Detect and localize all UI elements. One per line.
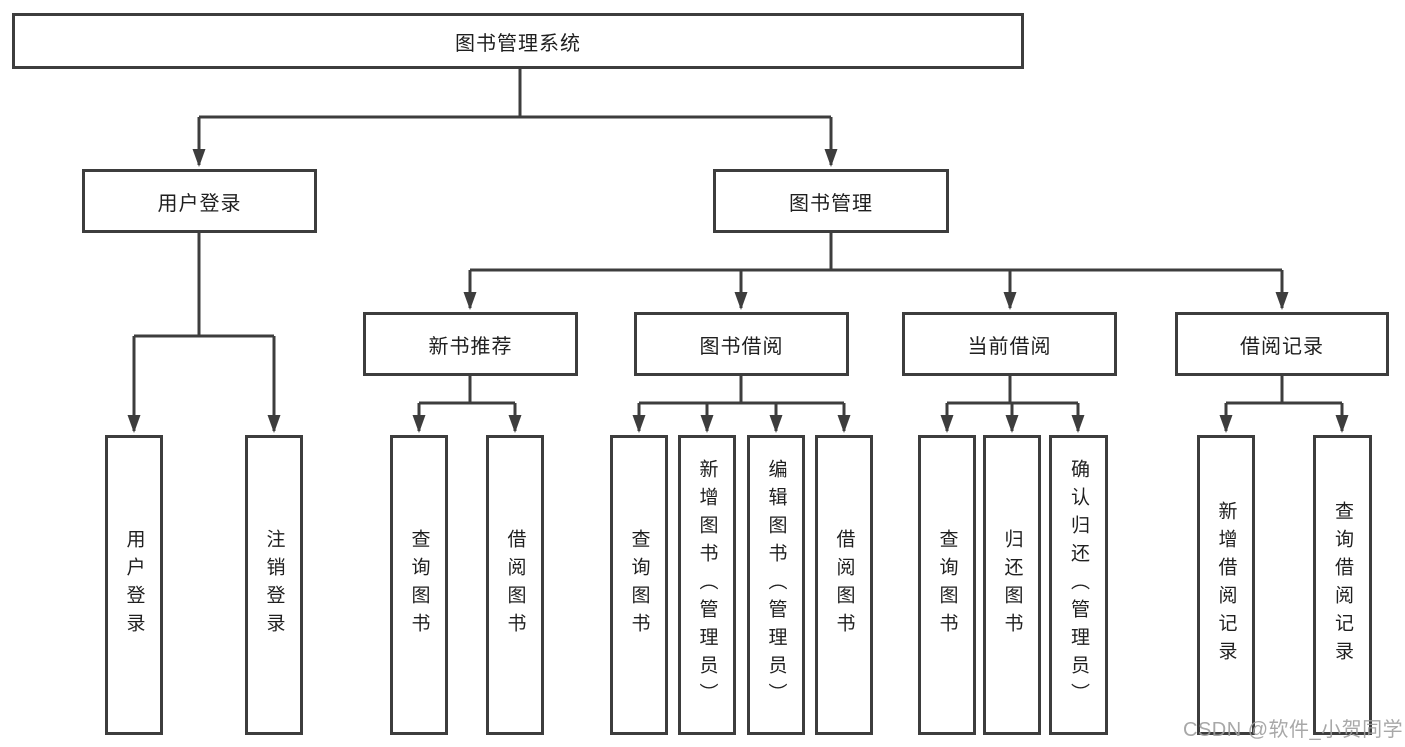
node-label: 编辑图书（管理员） xyxy=(765,459,787,711)
node-label: 确认归还（管理员） xyxy=(1068,459,1089,711)
leaf-current-query-book: 查询图书 xyxy=(918,435,976,735)
node-label: 归还图书 xyxy=(1001,529,1023,641)
leaf-records-query-record: 查询借阅记录 xyxy=(1313,435,1372,735)
node-label: 借阅图书 xyxy=(833,529,855,641)
node-label: 图书借阅 xyxy=(699,335,784,358)
node-label: 注销登录 xyxy=(263,529,285,641)
node-label: 查询图书 xyxy=(408,529,430,641)
node-current-borrowing: 当前借阅 xyxy=(902,312,1117,376)
node-user-login: 用户登录 xyxy=(82,169,317,233)
leaf-borrow-borrow-book: 借阅图书 xyxy=(815,435,873,735)
leaf-current-return-book: 归还图书 xyxy=(983,435,1041,735)
node-book-borrowing: 图书借阅 xyxy=(634,312,849,376)
leaf-borrow-add-book-admin: 新增图书（管理员） xyxy=(678,435,736,735)
node-new-book-recommend: 新书推荐 xyxy=(363,312,578,376)
node-label: 查询借阅记录 xyxy=(1332,501,1353,669)
node-label: 新增图书（管理员） xyxy=(696,459,718,711)
leaf-current-confirm-return-admin: 确认归还（管理员） xyxy=(1049,435,1108,735)
node-label: 新书推荐 xyxy=(428,335,513,358)
node-label: 借阅记录 xyxy=(1240,335,1324,358)
leaf-borrow-query-book: 查询图书 xyxy=(610,435,668,735)
watermark: CSDN @软件_小贺同学 xyxy=(1183,719,1404,741)
node-label: 用户登录 xyxy=(123,529,145,641)
node-label: 用户登录 xyxy=(157,192,242,215)
leaf-user-login: 用户登录 xyxy=(105,435,163,735)
leaf-records-add-record: 新增借阅记录 xyxy=(1197,435,1255,735)
leaf-recommend-borrow-book: 借阅图书 xyxy=(486,435,544,735)
node-borrowing-records: 借阅记录 xyxy=(1175,312,1389,376)
node-label: 查询图书 xyxy=(936,529,958,641)
node-label: 新增借阅记录 xyxy=(1215,501,1237,669)
leaf-borrow-edit-book-admin: 编辑图书（管理员） xyxy=(747,435,805,735)
node-root: 图书管理系统 xyxy=(12,13,1024,69)
node-label: 图书管理 xyxy=(789,192,873,215)
node-label: 借阅图书 xyxy=(504,529,526,641)
leaf-recommend-query-book: 查询图书 xyxy=(390,435,448,735)
node-label: 查询图书 xyxy=(628,529,650,641)
node-label: 图书管理系统 xyxy=(455,32,581,55)
node-label: 当前借阅 xyxy=(967,335,1052,358)
leaf-logout: 注销登录 xyxy=(245,435,303,735)
node-book-management: 图书管理 xyxy=(713,169,949,233)
